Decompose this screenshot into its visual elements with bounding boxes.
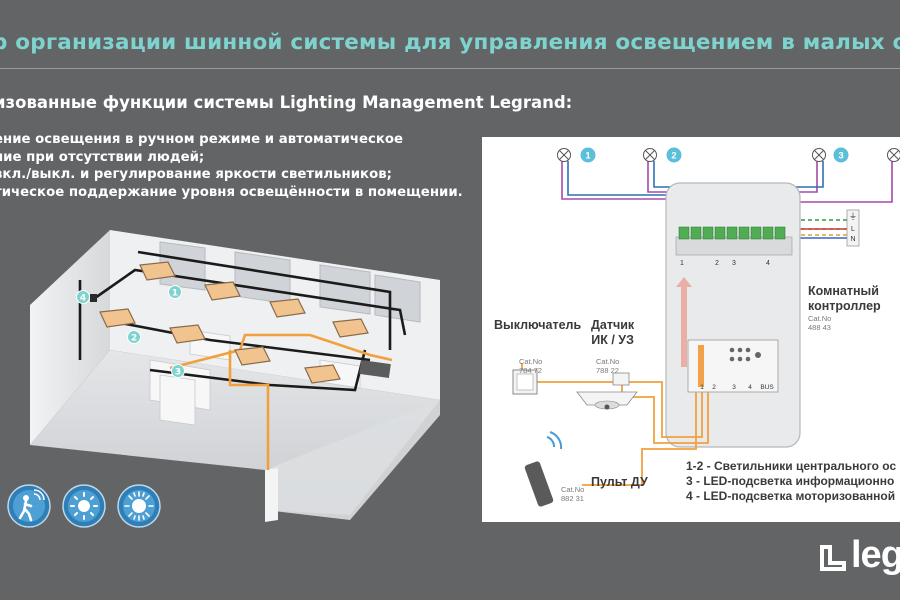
controller-module-buttons — [729, 347, 761, 362]
room-windows — [159, 241, 421, 323]
room-marker-3-label: 3 — [175, 368, 181, 378]
controller-terminal-strip — [675, 236, 793, 256]
remote-cat-no: Cat.No 882 31 — [561, 485, 585, 503]
remote-label: Пульт ДУ — [591, 475, 648, 489]
terminal-number-1: 1 — [680, 260, 684, 267]
room-marker-1: 1 — [168, 285, 182, 299]
switch-device — [512, 369, 538, 395]
room-marker-4: 4 — [76, 290, 90, 304]
switch-cat-no: Cat.No 784 72 — [519, 357, 543, 375]
feature-item: ние при отсутствии людей; — [0, 149, 205, 165]
mains-lines — [794, 219, 847, 236]
lamp-3 — [812, 148, 826, 162]
wiring-diagram: 1 2 3 L N ⏚ 1 2 3 4 — [512, 147, 900, 507]
mains-terminal — [846, 209, 860, 247]
feature-item: вкл./выкл. и регулирование яркости свети… — [0, 167, 392, 182]
lamp-badge-3-label: 3 — [838, 151, 843, 162]
page-subtitle: изованные функции системы Lighting Manag… — [0, 93, 573, 112]
controller-arrow — [676, 277, 692, 367]
room-front-wall — [265, 400, 440, 520]
controller-label-line2: контроллер — [808, 299, 881, 313]
room-wall-switch — [90, 294, 97, 302]
wiring-diagram-panel: 1 2 3 L N ⏚ 1 2 3 4 — [482, 137, 900, 522]
terminal-number-3: 3 — [732, 260, 736, 267]
room-marker-2: 2 — [127, 330, 141, 344]
room-light-fixtures — [99, 261, 369, 384]
lamp-badge-1: 1 — [580, 147, 596, 163]
feature-list: ение освещения в ручном режиме и автомат… — [0, 131, 463, 201]
switch-label: Выключатель — [494, 318, 582, 332]
earth-symbol: ⏚ — [849, 212, 857, 221]
room-marker-1-label: 1 — [172, 289, 178, 299]
legrand-logo-icon — [820, 545, 846, 571]
lamp-2 — [643, 148, 657, 162]
terminal-number-4: 4 — [766, 260, 770, 267]
detector-cat-no: Cat.No 788 22 — [596, 357, 620, 375]
controller-label-line1: Комнатный — [808, 284, 879, 298]
module-terminal-3: 3 — [732, 384, 736, 391]
remote-device — [524, 431, 563, 507]
detector-device — [576, 372, 638, 410]
room-marker-2-label: 2 — [131, 334, 137, 344]
module-terminal-4: 4 — [748, 384, 752, 391]
lamp-4 — [887, 148, 900, 162]
controller-cat-no: Cat.No 488 43 — [808, 314, 832, 332]
room-marker-3: 3 — [171, 364, 185, 378]
feature-item: тическое поддержание уровня освещённости… — [0, 184, 463, 200]
page-title: р организации шинной системы для управле… — [0, 30, 900, 55]
lamp-badge-2: 2 — [666, 147, 682, 163]
diagram-legend: 1-2 - Светильники центрального ос 3 - LE… — [686, 459, 896, 504]
room-left-wall — [30, 230, 110, 445]
presence-detection-icon — [7, 484, 51, 528]
dimming-icon — [62, 484, 106, 528]
lamp-1 — [557, 148, 571, 162]
detector-label: Датчик ИК / УЗ — [591, 318, 635, 347]
controller-module-led-bar — [698, 345, 704, 387]
lamp-badge-1-label: 1 — [585, 151, 591, 162]
room-marker-4-label: 4 — [80, 294, 86, 304]
lamp-badge-2-label: 2 — [671, 151, 676, 162]
controller-label: Комнатный контроллер — [808, 284, 881, 314]
room-illustration: 1 2 3 4 — [30, 230, 440, 522]
mains-label-N: N — [850, 236, 855, 243]
legend-item: 4 - LED-подсветка моторизованной — [686, 489, 896, 503]
legend-item: 1-2 - Светильники центрального ос — [686, 459, 897, 473]
module-terminal-2: 2 — [712, 384, 716, 391]
controller-terminals — [678, 226, 786, 240]
module-terminal-bus: BUS — [760, 384, 774, 391]
module-terminal-1: 1 — [700, 384, 704, 391]
terminal-number-2: 2 — [715, 260, 719, 267]
room-controller-box — [359, 359, 391, 379]
lamp-badge-3: 3 — [833, 147, 849, 163]
brand-logo-text: leg — [851, 534, 900, 576]
room-orange-wiring — [169, 333, 393, 470]
title-divider — [0, 68, 900, 69]
legend-item: 3 - LED-подсветка информационно — [686, 474, 895, 488]
mains-label-L: L — [851, 226, 855, 233]
feature-item: ение освещения в ручном режиме и автомат… — [0, 132, 404, 147]
daylight-sensor-icon — [117, 484, 161, 528]
